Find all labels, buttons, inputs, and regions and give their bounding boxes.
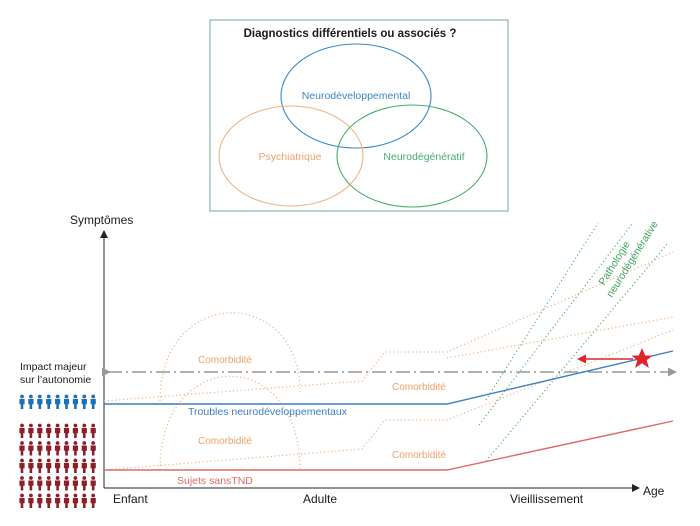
comorbidity-label-3: Comorbidité (198, 436, 252, 447)
neuro-label: Pathologie neurodégénérative (596, 219, 661, 300)
neuro-line-2 (478, 223, 633, 426)
person-red-icon (37, 423, 43, 438)
person-red-icon (28, 441, 34, 456)
person-red-icon (81, 423, 87, 438)
person-red-icon (46, 423, 52, 438)
comorbidity-label-4: Comorbidité (392, 450, 446, 461)
people-blue-row (19, 394, 96, 409)
person-red-icon (55, 458, 61, 473)
x-tick-adult: Adulte (303, 492, 337, 506)
venn-label-neurodegenerative: Neurodégénératif (383, 151, 464, 163)
y-axis-label: Symptômes (70, 213, 133, 227)
comorbidity-curves (103, 251, 674, 471)
person-red-icon (46, 458, 52, 473)
comorbidity-lower-path (103, 329, 674, 471)
person-red-icon (55, 476, 61, 491)
person-red-icon (72, 441, 78, 456)
venn-circle-psychiatric (218, 105, 364, 207)
x-axis-label: Age (643, 484, 665, 498)
person-blue-icon (72, 394, 78, 409)
threshold-label-line2: sur l’autonomie (20, 374, 91, 386)
comorbidity-upper-path-b (446, 316, 674, 359)
person-red-icon (81, 441, 87, 456)
person-red-icon (37, 493, 43, 508)
x-tick-aging: Vieillissement (510, 492, 584, 506)
person-red-icon (37, 441, 43, 456)
person-red-icon (72, 493, 78, 508)
graph-axes: Symptômes Age Enfant Adulte Vieillisseme… (70, 213, 665, 506)
person-red-icon (28, 458, 34, 473)
person-red-icon (90, 423, 96, 438)
no-tnd-line (104, 420, 674, 471)
venn-label-psychiatric: Psychiatrique (258, 151, 321, 163)
person-red-icon (55, 423, 61, 438)
person-red-icon (90, 458, 96, 473)
person-blue-icon (46, 394, 52, 409)
person-blue-icon (19, 394, 25, 409)
comorbidity-arch-upper (159, 312, 301, 402)
person-red-icon (81, 476, 87, 491)
person-red-icon (46, 441, 52, 456)
venn-circle-neurodegenerative (336, 104, 488, 208)
x-tick-child: Enfant (113, 492, 148, 506)
person-red-icon (72, 423, 78, 438)
person-red-icon (90, 476, 96, 491)
person-red-icon (19, 458, 25, 473)
person-red-icon (46, 493, 52, 508)
person-red-icon (19, 441, 25, 456)
person-blue-icon (90, 394, 96, 409)
person-red-icon (37, 458, 43, 473)
venn-title: Diagnostics différentiels ou associés ? (244, 28, 457, 40)
person-red-icon (55, 441, 61, 456)
person-red-icon (63, 458, 70, 473)
person-blue-icon (37, 394, 43, 409)
no-tnd-label: Sujets sansTND (177, 475, 253, 487)
person-red-icon (19, 476, 25, 491)
person-red-icon (28, 476, 34, 491)
tnd-label: Troubles neurodéveloppementaux (188, 406, 348, 418)
person-red-icon (28, 493, 34, 508)
star-icon (631, 348, 653, 368)
person-blue-icon (81, 394, 87, 409)
person-red-icon (90, 441, 96, 456)
comorbidity-upper-path (103, 251, 674, 402)
person-red-icon (63, 476, 70, 491)
venn-diagram: Diagnostics différentiels ou associés ? … (209, 19, 509, 212)
person-blue-icon (28, 394, 34, 409)
person-blue-icon (55, 394, 61, 409)
person-red-icon (19, 423, 25, 438)
venn-circle-neurodevelopmental (280, 43, 432, 149)
tnd-line (104, 350, 674, 405)
person-red-icon (55, 493, 61, 508)
person-red-icon (81, 458, 87, 473)
person-red-icon (46, 476, 52, 491)
people-red-grid (19, 423, 96, 508)
person-red-icon (81, 493, 87, 508)
threshold-label-line1: Impact majeur (20, 361, 87, 373)
person-red-icon (63, 441, 70, 456)
person-red-icon (72, 476, 78, 491)
venn-label-neurodevelopmental: Neurodéveloppemental (302, 90, 411, 102)
neuro-line-1 (485, 222, 599, 401)
person-red-icon (63, 493, 70, 508)
person-red-icon (63, 423, 70, 438)
person-red-icon (37, 476, 43, 491)
comorbidity-label-1: Comorbidité (198, 355, 252, 366)
person-red-icon (72, 458, 78, 473)
venn-frame (209, 19, 509, 212)
person-red-icon (90, 493, 96, 508)
person-blue-icon (63, 394, 70, 409)
comorbidity-label-2: Comorbidité (392, 382, 446, 393)
person-red-icon (19, 493, 25, 508)
neuro-line-3 (485, 242, 669, 462)
person-red-icon (28, 423, 34, 438)
